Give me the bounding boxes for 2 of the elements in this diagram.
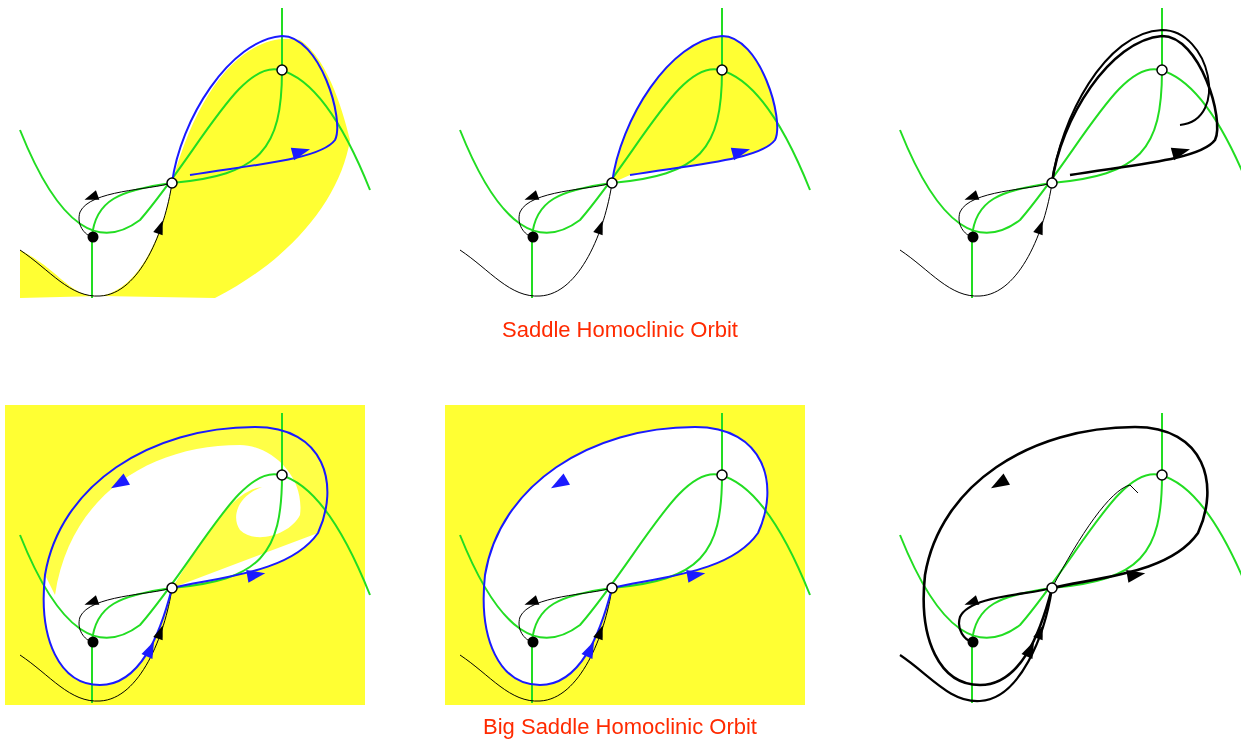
caption: Big Saddle Homoclinic Orbit (482, 713, 758, 741)
caption: Saddle Homoclinic Orbit (501, 316, 739, 344)
